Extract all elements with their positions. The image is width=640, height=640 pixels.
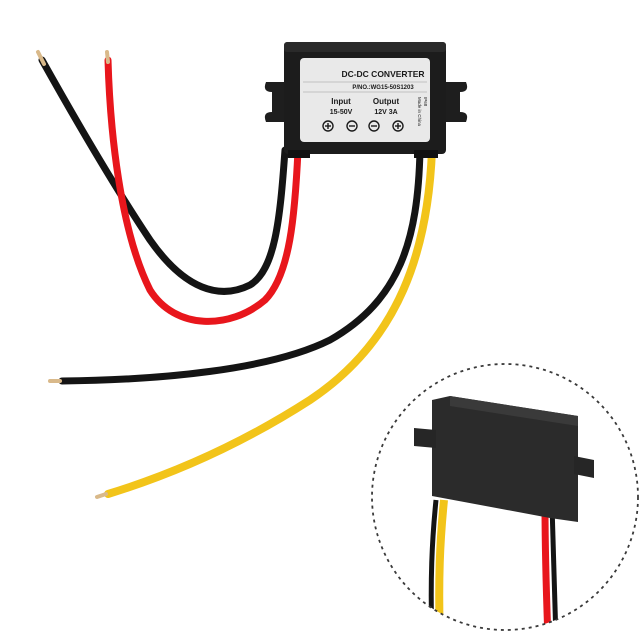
- black-input-tip: [36, 50, 46, 66]
- red-input-tip: [105, 50, 110, 64]
- yellow-output-wire: [104, 146, 436, 498]
- inset-dashed-ring: [371, 363, 639, 631]
- minus-terminal-icon: [368, 120, 380, 132]
- inset-left-ear: [414, 428, 436, 448]
- label-output: Output: [373, 97, 400, 106]
- label-input: Input: [331, 97, 351, 106]
- label-part-number: P/NO.:WG15-50S1203: [352, 85, 414, 91]
- red-input-wire: [104, 56, 302, 325]
- yellow-output-tip: [95, 492, 108, 499]
- inset-housing-side: [432, 396, 578, 522]
- label-output-spec: 12V 3A: [374, 109, 397, 116]
- minus-terminal-icon: [346, 120, 358, 132]
- left-mounting-ear: [264, 82, 286, 122]
- label-title: DC-DC CONVERTER: [341, 69, 424, 79]
- inset-right-ear: [574, 456, 594, 478]
- label-input-range: 15-50V: [330, 109, 353, 116]
- plus-terminal-icon: [392, 120, 404, 132]
- inset-red-wire: [541, 504, 552, 630]
- converter-housing: DC-DC CONVERTER P/NO.:WG15-50S1203 Input…: [264, 42, 468, 158]
- plus-terminal-icon: [322, 120, 334, 132]
- black-input-wire: [38, 56, 289, 295]
- right-mounting-ear: [444, 82, 468, 122]
- wires-main: [36, 50, 436, 499]
- detail-inset: [371, 363, 639, 631]
- black-output-wire: [58, 146, 424, 385]
- label-made-in: Made in China: [417, 97, 422, 127]
- inset-yellow-wire: [435, 499, 448, 630]
- label-rating: IP68: [423, 97, 428, 107]
